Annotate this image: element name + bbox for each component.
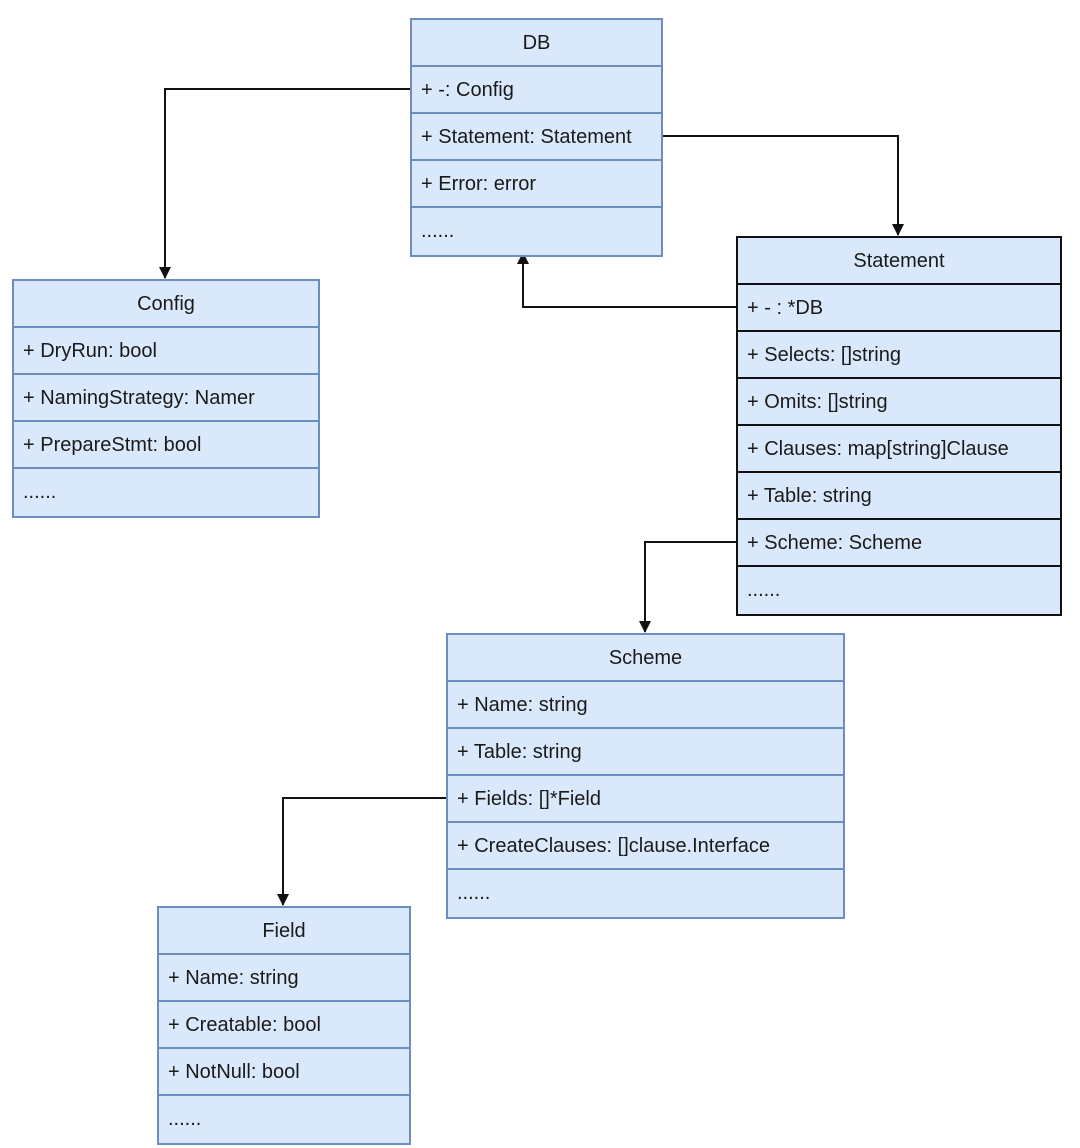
class-field-title: Field: [159, 908, 409, 955]
class-statement-field: + Table: string: [738, 473, 1060, 520]
class-statement-field: + - : *DB: [738, 285, 1060, 332]
class-field-field: + Creatable: bool: [159, 1002, 409, 1049]
class-config-title: Config: [14, 281, 318, 328]
class-db-field: + Error: error: [412, 161, 661, 208]
class-db-field: ......: [421, 220, 455, 242]
class-statement-field: + Clauses: map[string]Clause: [738, 426, 1060, 473]
class-config-field: + NamingStrategy: Namer: [14, 375, 318, 422]
class-statement-title: Statement: [738, 238, 1060, 285]
connector-statement-to-scheme: [639, 541, 736, 633]
class-scheme-field: + Table: string: [448, 729, 843, 776]
connector-statement-to-db: [517, 252, 736, 308]
class-field-field: + Name: string: [159, 955, 409, 1002]
class-db-title: DB: [412, 20, 661, 67]
class-statement-field: + Selects: []string: [738, 332, 1060, 379]
class-field-field: ......: [168, 1108, 202, 1130]
class-db-field: + Statement: Statement: [412, 114, 661, 161]
class-statement-field: + Scheme: Scheme: [738, 520, 1060, 567]
connector-scheme-to-field: [277, 797, 446, 906]
class-statement-field: ......: [747, 579, 781, 601]
class-field[interactable]: Field + Name: string + Creatable: bool +…: [157, 906, 411, 1145]
class-scheme-field: + Fields: []*Field: [448, 776, 843, 823]
connector-db-to-statement: [662, 135, 904, 236]
class-field-field: + NotNull: bool: [159, 1049, 409, 1096]
class-config[interactable]: Config + DryRun: bool + NamingStrategy: …: [12, 279, 320, 518]
class-scheme[interactable]: Scheme + Name: string + Table: string + …: [446, 633, 845, 919]
class-config-field: + PrepareStmt: bool: [14, 422, 318, 469]
class-db[interactable]: DB + -: Config + Statement: Statement + …: [410, 18, 663, 257]
connector-db-to-config: [159, 88, 410, 279]
class-scheme-title: Scheme: [448, 635, 843, 682]
class-statement-field: + Omits: []string: [738, 379, 1060, 426]
class-statement[interactable]: Statement + - : *DB + Selects: []string …: [736, 236, 1062, 616]
class-scheme-field: + Name: string: [448, 682, 843, 729]
class-scheme-field: ......: [457, 882, 491, 904]
class-config-field: + DryRun: bool: [14, 328, 318, 375]
class-db-field: + -: Config: [412, 67, 661, 114]
class-scheme-field: + CreateClauses: []clause.Interface: [448, 823, 843, 870]
class-config-field: ......: [23, 481, 57, 503]
